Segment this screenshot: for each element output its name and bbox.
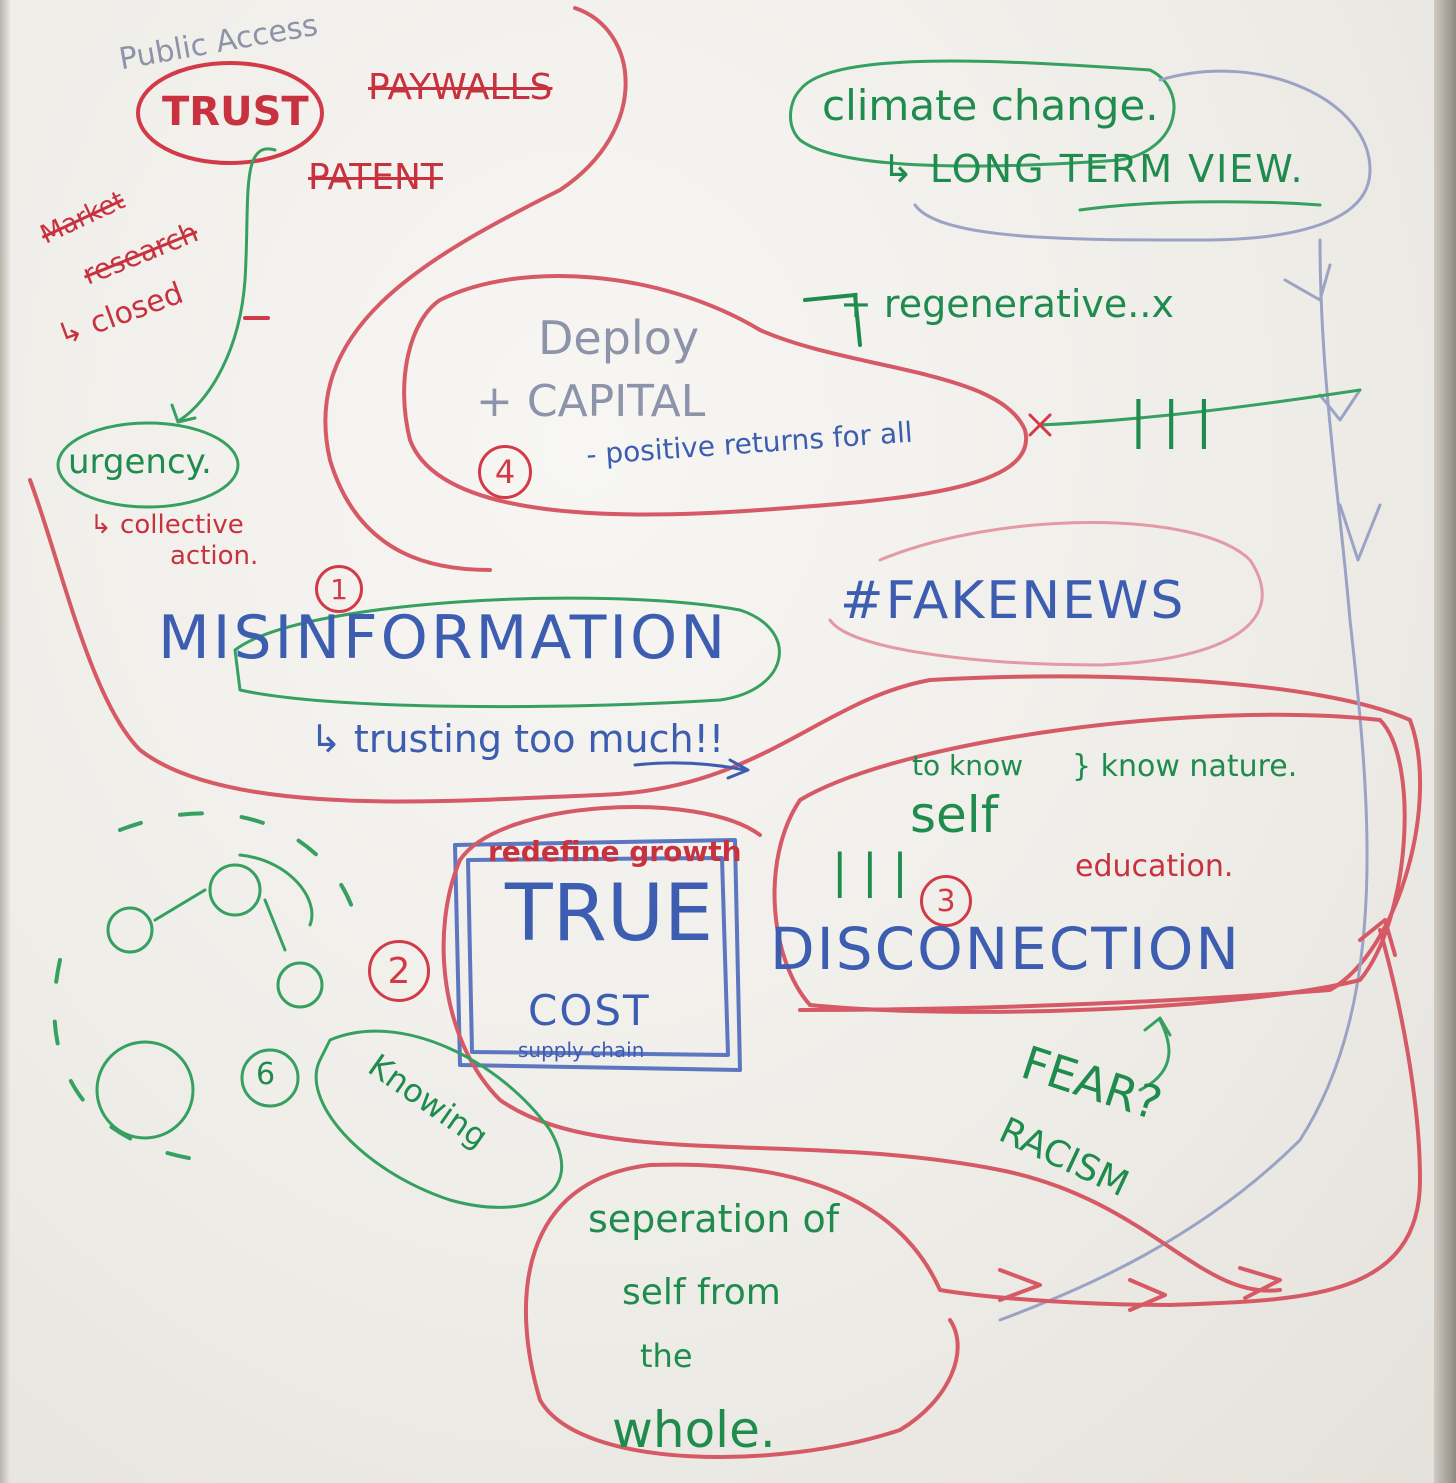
fear-arrow: [1138, 1016, 1172, 1092]
red-snake-loop: [323, 6, 628, 572]
trusting-underline: [633, 758, 750, 780]
supply-chain-label: supply chain: [518, 1038, 645, 1062]
climate-change-label: climate change.: [822, 81, 1159, 130]
capital-label: + CAPITAL: [476, 376, 706, 427]
collective-action-line-1: ↳ collective: [90, 510, 244, 540]
green-circle-a: [106, 906, 154, 954]
redefine-growth-label: redefine growth: [488, 835, 742, 868]
trust-label: TRUST: [162, 89, 309, 135]
patent-label: PATENT: [308, 157, 443, 198]
misinformation-outline: [233, 596, 781, 709]
fakenews-outline: [828, 521, 1264, 667]
number-2-badge: 2: [368, 940, 430, 1002]
six-label: 6: [256, 1057, 276, 1092]
disconnection-outline: [772, 712, 1407, 1014]
urgency-outline: [56, 421, 240, 509]
trust-outline: [136, 61, 324, 165]
collective-action-line-2: action.: [170, 541, 259, 571]
long-term-underline: [1078, 200, 1322, 212]
right-arrow-line: [998, 238, 1369, 1322]
misinformation-label: MISINFORMATION: [158, 603, 729, 673]
self-from-label: self from: [622, 1272, 781, 1313]
knowing-outline: [314, 1029, 564, 1209]
fakenews-label: #FAKENEWS: [840, 571, 1186, 631]
climate-outline: [789, 59, 1176, 168]
regenerative-bracket: [803, 293, 862, 347]
tally-marks: | | |: [1130, 391, 1213, 449]
whiteboard-frame-right: [1434, 0, 1456, 1483]
dashed-orbit: [52, 811, 362, 1162]
separation-label: seperation of: [588, 1197, 840, 1241]
whiteboard-frame-left: [0, 0, 10, 1483]
right-arrow-head-2: [1318, 388, 1362, 422]
self-label: self: [910, 786, 999, 844]
deploy-capital-outline: [402, 274, 1029, 517]
bottom-red-loop: [524, 928, 1422, 1460]
cost-label: COST: [528, 986, 651, 1035]
green-circle-links: [153, 853, 314, 952]
disconnection-label: DISCONECTION: [770, 915, 1241, 983]
urgency-label: urgency.: [68, 442, 212, 482]
tally-cross: [1028, 413, 1052, 437]
tally-line: [1038, 388, 1362, 427]
true-label: TRUE: [505, 869, 714, 959]
education-label: education.: [1075, 849, 1234, 884]
long-term-view-label: ↳ LONG TERM VIEW.: [882, 147, 1305, 191]
bottom-arrow-3: [1238, 1266, 1282, 1300]
bottom-arrow-2: [1128, 1278, 1167, 1312]
bottom-arrow-4: [1358, 918, 1397, 957]
number-1-badge: 1: [315, 565, 363, 613]
bottom-arrow-1: [998, 1268, 1042, 1302]
whole-label: whole.: [612, 1401, 776, 1459]
paywalls-label: PAYWALLS: [368, 67, 553, 108]
green-circle-b: [208, 863, 262, 917]
regenerative-label: + regenerative..x: [840, 282, 1174, 326]
to-know-label: to know: [912, 749, 1024, 782]
long-term-outline: [913, 69, 1372, 242]
true-cost-box: [453, 838, 742, 1072]
right-arrow-head-3: [1338, 503, 1382, 562]
deploy-label: Deploy: [538, 311, 700, 365]
green-circle-c: [276, 961, 324, 1009]
green-circle-d: [95, 1040, 195, 1140]
number-3-badge: 3: [920, 875, 972, 927]
trusting-too-much-label: ↳ trusting too much!!: [310, 717, 725, 761]
disconnection-tally: | | |: [832, 844, 908, 898]
the-label: the: [640, 1337, 693, 1375]
trust-urgency-arrow: [170, 147, 277, 424]
right-arrow-head-1: [1283, 263, 1332, 302]
green-circle-e: [240, 1048, 300, 1108]
true-cost-red-loop: [441, 805, 1282, 1293]
number-4-badge: 4: [478, 445, 532, 499]
know-nature-label: } know nature.: [1072, 749, 1298, 784]
